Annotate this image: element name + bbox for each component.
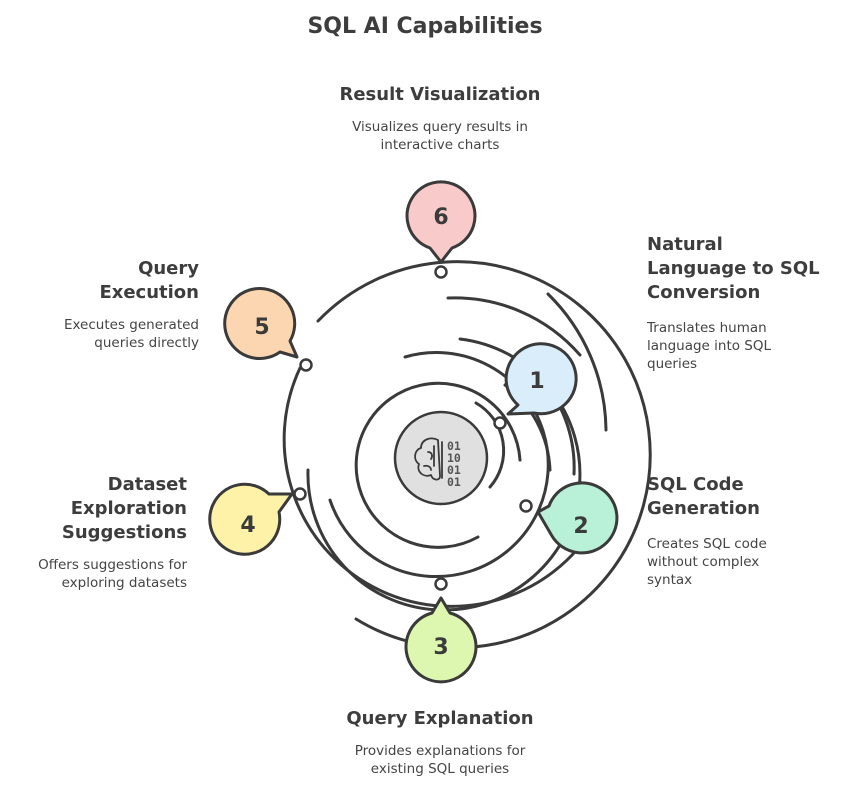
step-5-description: Executes generated queries directly: [63, 317, 199, 351]
step-6-description: Visualizes query results in interactive …: [352, 119, 528, 153]
step-number-6: 6: [433, 205, 448, 230]
connector-node-3: [434, 577, 448, 591]
step-2-heading: SQL Code Generation: [647, 474, 760, 519]
step-6-heading: Result Visualization: [339, 84, 541, 105]
step-3-description: Provides explanations for existing SQL q…: [354, 743, 526, 777]
step-marker-1: 1: [504, 342, 578, 416]
bits-line-1: 01: [447, 439, 461, 453]
step-bubble-4: [208, 482, 294, 556]
orbit-ring-6b: [546, 292, 608, 432]
connector-node-4: [293, 487, 307, 501]
connector-node-6: [434, 265, 448, 279]
step-5-heading: Query Execution: [99, 258, 199, 303]
step-marker-5: 5: [223, 286, 299, 360]
step-number-3: 3: [433, 635, 448, 660]
connector-node-2: [519, 499, 533, 513]
step-bubble-3: [404, 596, 478, 684]
step-marker-3: 3: [404, 596, 478, 684]
step-bubble-2: [536, 481, 619, 555]
connector-node-5: [299, 358, 313, 372]
bits-line-2: 10: [447, 451, 461, 465]
brain-binary-icon: [414, 437, 443, 481]
connector-nodes: [293, 265, 533, 591]
center-hub: 01 10 01 01: [393, 410, 489, 506]
step-2-description: Creates SQL code without complex syntax: [647, 536, 767, 588]
bits-line-4: 01: [447, 475, 461, 489]
step-3-heading: Query Explanation: [346, 708, 534, 729]
step-1-heading: Natural Language to SQL Conversion: [647, 234, 820, 303]
step-marker-2: 2: [536, 481, 619, 555]
step-marker-4: 4: [208, 482, 294, 556]
orbit-ring-5b: [446, 296, 582, 357]
step-number-1: 1: [529, 369, 544, 394]
center-circle: [393, 410, 489, 506]
orbit-ring-2: [354, 381, 522, 549]
step-marker-6: 6: [405, 180, 477, 264]
orbit-ring-1: [474, 401, 506, 489]
bits-line-3: 01: [447, 463, 461, 477]
orbit-ring-6: [316, 260, 652, 650]
step-4-heading: Dataset Exploration Suggestions: [61, 474, 187, 543]
step-1-description: Translates human language into SQL queri…: [647, 320, 772, 372]
diagram-title: SQL AI Capabilities: [307, 14, 543, 39]
step-number-2: 2: [573, 514, 588, 539]
step-bubble-6: [405, 180, 477, 264]
step-4-description: Offers suggestions for exploring dataset…: [38, 557, 187, 591]
orbit-ring-3: [328, 351, 550, 579]
orbit-ring-5: [282, 366, 605, 608]
step-bubble-5: [223, 286, 299, 360]
connector-node-1: [493, 416, 507, 430]
step-bubble-1: [504, 342, 578, 416]
step-number-4: 4: [240, 513, 255, 538]
step-number-5: 5: [254, 315, 269, 340]
